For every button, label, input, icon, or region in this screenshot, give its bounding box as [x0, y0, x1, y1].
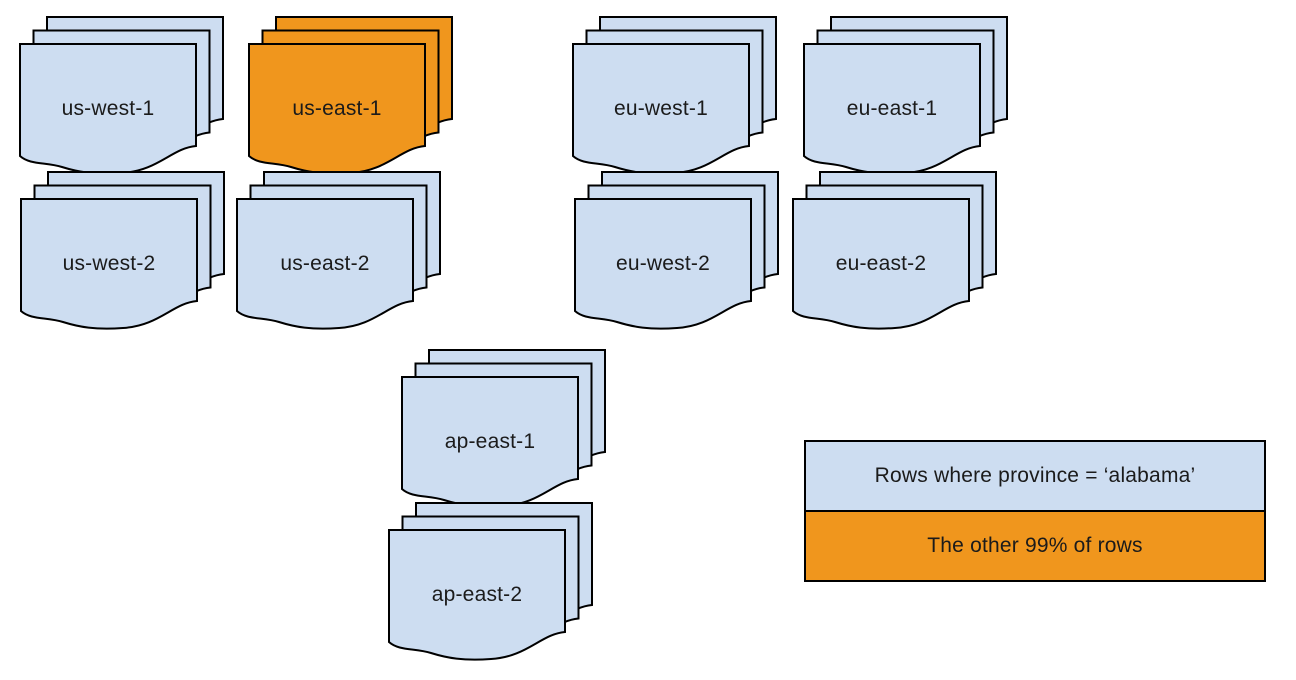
doc-stack-us-east-2: us-east-2: [235, 170, 443, 332]
document-stack-icon: [20, 171, 225, 330]
legend-item-label: The other 99% of rows: [927, 534, 1143, 557]
document-stack-icon: [248, 16, 453, 175]
legend-item-other-rows: The other 99% of rows: [806, 512, 1264, 580]
document-stack-icon: [572, 16, 777, 175]
doc-stack-ap-east-1: ap-east-1: [400, 348, 608, 510]
document-stack-icon: [792, 171, 997, 330]
doc-stack-us-east-1: us-east-1: [247, 15, 455, 177]
doc-stack-us-west-1: us-west-1: [18, 15, 226, 177]
document-stack-icon: [574, 171, 779, 330]
document-stack-icon: [236, 171, 441, 330]
doc-stack-eu-west-1: eu-west-1: [571, 15, 779, 177]
doc-stack-ap-east-2: ap-east-2: [387, 501, 595, 663]
doc-stack-us-west-2: us-west-2: [19, 170, 227, 332]
doc-stack-eu-east-2: eu-east-2: [791, 170, 999, 332]
legend-item-label: Rows where province = ‘alabama’: [874, 464, 1196, 487]
legend: Rows where province = ‘alabama’ The othe…: [804, 440, 1266, 582]
document-stack-icon: [803, 16, 1008, 175]
doc-stack-eu-east-1: eu-east-1: [802, 15, 1010, 177]
document-stack-icon: [19, 16, 224, 175]
legend-item-alabama-rows: Rows where province = ‘alabama’: [806, 442, 1264, 512]
doc-stack-eu-west-2: eu-west-2: [573, 170, 781, 332]
document-stack-icon: [401, 349, 606, 508]
document-stack-icon: [388, 502, 593, 661]
